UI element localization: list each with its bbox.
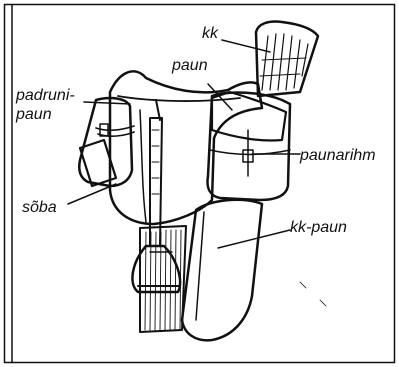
label-paun: paun xyxy=(171,57,208,74)
label-padruni-paun-line2: paun xyxy=(15,106,52,123)
leader-padruni-paun xyxy=(84,102,130,104)
label-padruni-paun: padruni- paun xyxy=(15,87,79,123)
leader-kk-paun xyxy=(218,230,290,248)
front-cartridge-bag xyxy=(79,98,134,186)
leader-kk xyxy=(222,40,270,52)
label-paunarihm: paunarihm xyxy=(299,147,376,164)
rifle-butt xyxy=(256,21,318,96)
label-kk-paun: kk-paun xyxy=(290,219,347,236)
label-kk: kk xyxy=(202,25,219,42)
label-soba: sõba xyxy=(22,199,57,216)
saddle-bag xyxy=(208,92,291,200)
label-padruni-paun-line1: padruni- xyxy=(15,87,75,104)
